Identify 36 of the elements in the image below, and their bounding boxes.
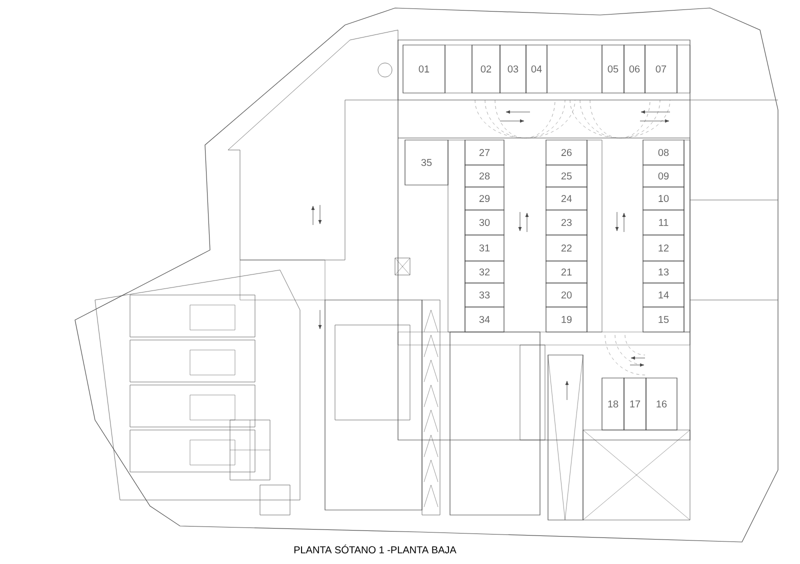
parking-space: 06 [624, 44, 646, 94]
parking-space: 13 [642, 260, 684, 284]
parking-space: 17 [624, 378, 646, 430]
parking-space: 15 [642, 306, 684, 332]
parking-space: 14 [642, 282, 684, 308]
parking-space: 29 [464, 186, 504, 210]
parking-space: 11 [642, 210, 684, 236]
parking-space: 10 [642, 186, 684, 210]
parking-space: 33 [464, 282, 504, 308]
parking-space: 21 [546, 260, 588, 284]
parking-space: 08 [642, 140, 684, 166]
parking-space: 05 [602, 44, 624, 94]
parking-space: 26 [546, 140, 588, 166]
caption: PLANTA SÓTANO 1 -PLANTA BAJA [294, 544, 456, 554]
parking-space: 01 [402, 44, 446, 94]
parking-space: 31 [464, 234, 504, 262]
parking-space: 02 [472, 44, 500, 94]
parking-space: 23 [546, 210, 588, 236]
parking-space: 34 [464, 306, 504, 332]
parking-space: 28 [464, 164, 504, 188]
parking-space: 12 [642, 234, 684, 262]
parking-space: 25 [546, 164, 588, 188]
parking-space: 20 [546, 282, 588, 308]
parking-space: 22 [546, 234, 588, 262]
parking-space: 18 [602, 378, 624, 430]
parking-space: 32 [464, 260, 504, 284]
parking-space: 27 [464, 140, 504, 166]
parking-space: 03 [500, 44, 526, 94]
parking-space: 16 [646, 378, 678, 430]
parking-space: 24 [546, 186, 588, 210]
parking-space: 19 [546, 306, 588, 332]
parking-space: 07 [644, 44, 678, 94]
parking-space: 04 [526, 44, 548, 94]
parking-space: 30 [464, 210, 504, 236]
parking-space: 09 [642, 164, 684, 188]
parking-space: 35 [404, 140, 448, 186]
